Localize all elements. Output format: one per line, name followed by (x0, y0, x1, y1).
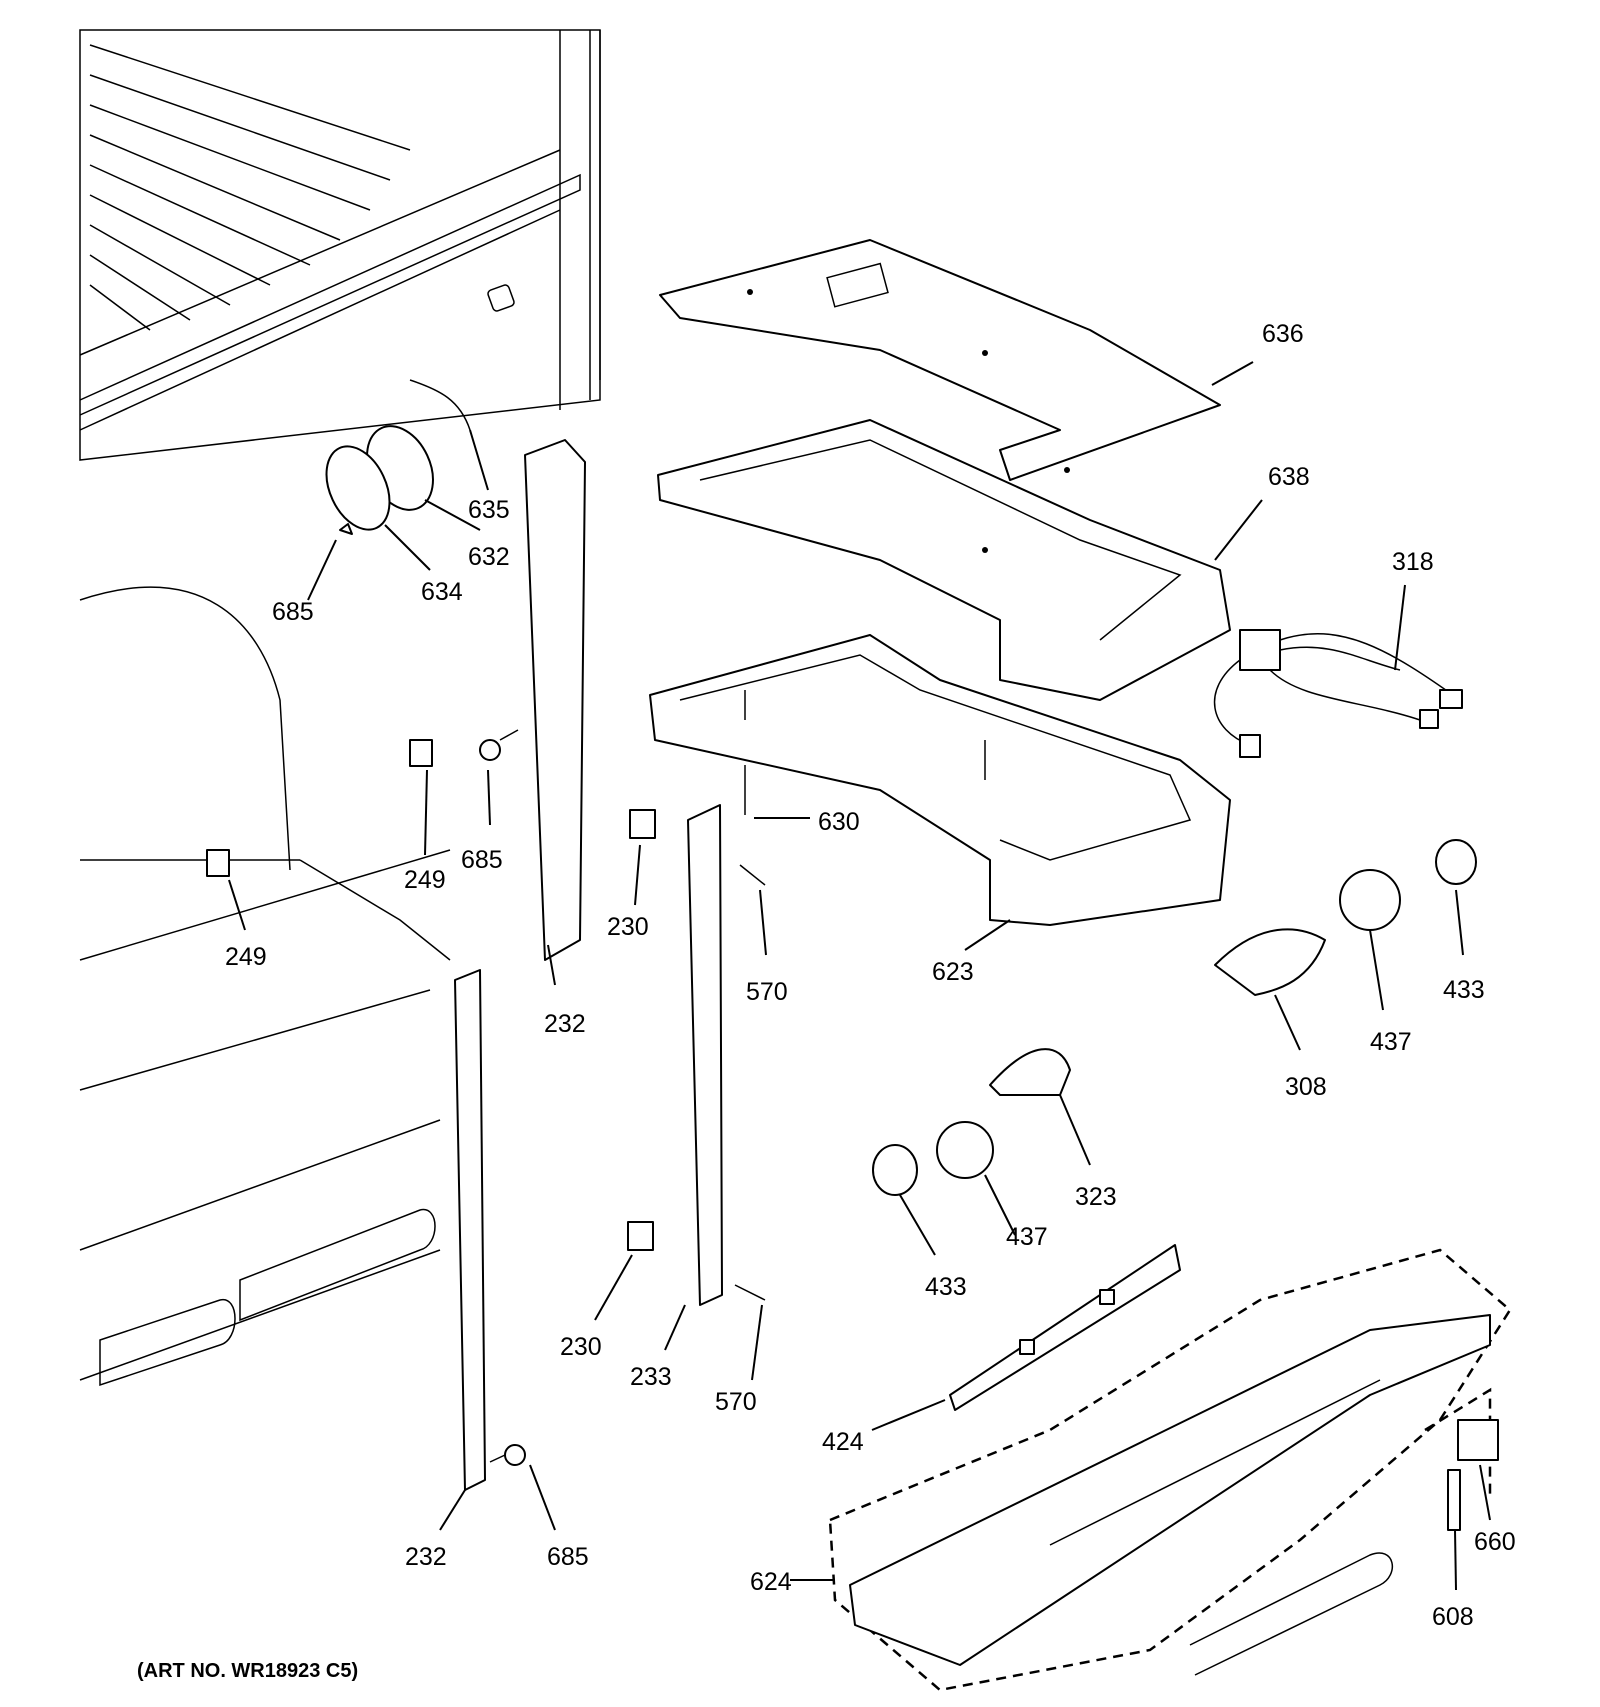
callout-232a: 232 (544, 1010, 586, 1038)
callout-685c: 685 (547, 1543, 589, 1571)
callout-685b: 685 (461, 846, 503, 874)
callout-624: 624 (750, 1568, 792, 1596)
part-635-632-634 (325, 379, 471, 535)
part-light-assemblies (872, 839, 1477, 1196)
leader-lines (228, 361, 1491, 1591)
part-233-rail (687, 804, 723, 1306)
part-638-frame (657, 419, 1231, 701)
callout-570a: 570 (746, 978, 788, 1006)
callout-623: 623 (932, 958, 974, 986)
callout-437b: 437 (1006, 1223, 1048, 1251)
callout-323: 323 (1075, 1183, 1117, 1211)
part-660-608 (1424, 1387, 1499, 1531)
callout-608: 608 (1432, 1603, 1474, 1631)
callout-230a: 230 (607, 913, 649, 941)
callout-660: 660 (1474, 1528, 1516, 1556)
art-number: (ART NO. WR18923 C5) (137, 1660, 358, 1682)
callout-570b: 570 (715, 1388, 757, 1416)
part-318-wire-harness (1213, 629, 1463, 758)
cabinet-body (79, 29, 601, 1387)
callout-230b: 230 (560, 1333, 602, 1361)
part-230-clips (627, 809, 656, 1251)
part-232-rails (454, 439, 586, 1491)
callout-635: 635 (468, 496, 510, 524)
callout-318: 318 (1392, 548, 1434, 576)
callout-232b: 232 (405, 1543, 447, 1571)
callout-685a: 685 (272, 598, 314, 626)
callout-437a: 437 (1370, 1028, 1412, 1056)
part-624-assembly (828, 1248, 1512, 1692)
callout-433b: 433 (925, 1273, 967, 1301)
part-623-tray (649, 634, 1231, 926)
callout-424: 424 (822, 1428, 864, 1456)
callout-308: 308 (1285, 1073, 1327, 1101)
callout-634: 634 (421, 578, 463, 606)
callout-638: 638 (1268, 463, 1310, 491)
callout-249b: 249 (225, 943, 267, 971)
callout-233: 233 (630, 1363, 672, 1391)
callout-249a: 249 (404, 866, 446, 894)
callout-630: 630 (818, 808, 860, 836)
callout-632: 632 (468, 543, 510, 571)
callout-433a: 433 (1443, 976, 1485, 1004)
part-screws (734, 765, 766, 1301)
callout-636: 636 (1262, 320, 1304, 348)
part-424-board (949, 1244, 1181, 1411)
part-636-plate (659, 239, 1221, 481)
part-249-clips (206, 729, 526, 1466)
